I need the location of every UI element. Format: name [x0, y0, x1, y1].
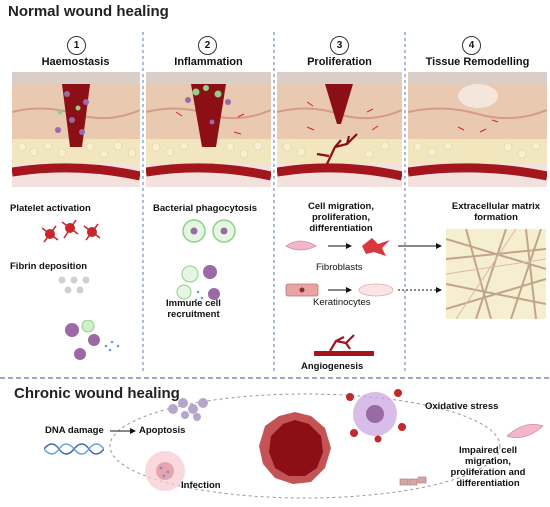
fibrin-deposition-label: Fibrin deposition: [10, 261, 88, 272]
immune-cell-recruitment-label: Immune cell recruitment: [166, 298, 221, 320]
infection-label: Infection: [181, 480, 221, 491]
stage-3-number: 3: [330, 36, 349, 55]
oxidative-stress-icon: [346, 389, 406, 443]
angiogenesis-label: Angiogenesis: [301, 361, 364, 372]
fibrin-icon: [58, 276, 90, 294]
infection-icon: [145, 451, 185, 491]
immune-cells-icon-1: [65, 320, 120, 360]
ecm-icon: [446, 229, 546, 319]
immune-cells-icon-2: [176, 265, 220, 302]
bacterial-phagocytosis-label: Bacterial phagocytosis: [153, 203, 258, 214]
arrows-to-ecm: [398, 243, 442, 293]
skin-panel-remodelling: [408, 72, 547, 187]
stage-4-number: 4: [462, 36, 481, 55]
cell-migration-label: Cell migration, proliferation, different…: [308, 201, 374, 234]
dna-to-apoptosis-arrow: [110, 428, 136, 434]
apoptosis-label: Apoptosis: [139, 425, 186, 436]
keratinocytes-label: Keratinocytes: [313, 297, 371, 308]
impaired-cell-label: Impaired cell migration, proliferation a…: [450, 445, 526, 489]
oxidative-stress-label: Oxidative stress: [425, 401, 499, 412]
chronic-healing-title: Chronic wound healing: [14, 385, 180, 402]
stage-1-name: Haemostasis: [41, 56, 110, 68]
ecm-formation-label: Extracellular matrix formation: [451, 201, 541, 223]
stage-3-name: Proliferation: [307, 56, 372, 68]
stage-2-number: 2: [198, 36, 217, 55]
chronic-wound-icon: [259, 412, 331, 484]
fibroblast-keratinocyte-diagram: [285, 238, 394, 297]
dna-icon: [44, 443, 104, 455]
skin-panel-haemostasis: [12, 72, 140, 187]
stage-2-name: Inflammation: [174, 56, 243, 68]
chronic-cycle-ellipse: [109, 393, 501, 499]
platelet-icon: [41, 219, 101, 243]
normal-healing-title: Normal wound healing: [8, 3, 169, 20]
phagocyte-icon: [182, 219, 236, 243]
skin-panel-proliferation: [277, 72, 402, 187]
fibroblasts-label: Fibroblasts: [316, 262, 363, 273]
stage-4-name: Tissue Remodelling: [425, 56, 530, 68]
keratinocyte-stack-icon: [399, 476, 427, 486]
platelet-activation-label: Platelet activation: [10, 203, 91, 214]
stage-1-number: 1: [67, 36, 86, 55]
apoptotic-cells-icon: [168, 398, 208, 421]
angiogenesis-icon: [314, 334, 374, 356]
dna-damage-label: DNA damage: [45, 425, 104, 436]
impaired-cell-icon: [506, 423, 544, 439]
skin-panel-inflammation: [146, 72, 271, 187]
